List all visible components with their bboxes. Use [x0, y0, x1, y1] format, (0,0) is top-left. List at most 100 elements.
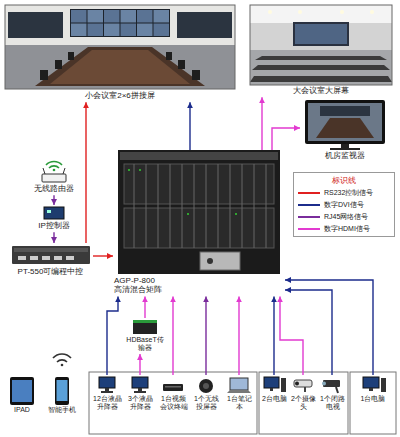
device-node: 2台电脑: [260, 375, 289, 405]
signal-wire: [107, 296, 118, 375]
node-sublabel: 高清混合矩阵: [114, 285, 284, 294]
pc-icon-part: [101, 391, 113, 393]
small-room-photo-part: [70, 9, 170, 37]
ip-controller-icon: [44, 207, 64, 219]
matrix-switcher-icon: [118, 150, 280, 274]
wifi-router-icon-part: [49, 166, 59, 168]
video-terminal-icon: [163, 384, 183, 391]
small-room-photo-part: [154, 24, 170, 37]
small-room-photo-part: [154, 10, 170, 23]
device-group-frame-part: [350, 372, 396, 434]
pc-icon-part: [363, 377, 379, 388]
wifi-router-icon-part: [63, 168, 65, 174]
legend-text: 数字DVI信号: [324, 201, 364, 209]
monitor-icon-part: [308, 103, 382, 141]
phone-icon-part: [55, 377, 69, 405]
small-room-photo-part: [68, 52, 74, 60]
small-room-photo-part: [121, 10, 137, 23]
monitor-icon-part: [320, 106, 370, 116]
device-group-frame: [89, 372, 396, 434]
large-room-photo-part: [340, 10, 344, 14]
small-room-photo-part: [166, 52, 172, 60]
small-room-photo-part: [8, 12, 63, 38]
signal-wire: [273, 296, 274, 375]
node-label: 1台笔记本: [224, 395, 255, 411]
matrix-node: AGP-P-800高清混合矩阵: [113, 150, 285, 296]
matrix-switcher-icon-part: [254, 164, 255, 248]
laptop-icon-part: [227, 390, 251, 393]
hdbaset-extender-icon-part: [133, 320, 157, 334]
small-room-photo-part: [121, 24, 137, 37]
small-room-photo: [5, 5, 235, 89]
node-label: 2个摄像头: [290, 395, 317, 411]
matrix-switcher-icon-part: [218, 164, 219, 248]
small-room-photo-part: [5, 5, 235, 89]
small-room-photo-part: [50, 50, 190, 84]
matrix-switcher-icon-part: [182, 164, 183, 248]
device-node: 智能手机: [42, 375, 82, 416]
pc-icon-part: [369, 388, 373, 391]
central-control-icon-part: [42, 256, 50, 260]
signal-wire: [272, 128, 300, 150]
device-node: 12台液晶升降器: [91, 375, 124, 413]
small-room-photo-part: [40, 70, 48, 80]
signal-wire: [238, 296, 239, 375]
pc-icon-part: [132, 377, 148, 388]
hdbaset-extender-icon: [133, 320, 157, 334]
central-control-icon-part: [54, 256, 62, 260]
node-label: PT-550可编程中控: [9, 267, 92, 276]
node-label: 大会议室大屏幕: [251, 86, 391, 95]
wifi-icon-part: [53, 354, 71, 358]
legend-title: 标识线: [298, 176, 390, 185]
node-label: 12台液晶升降器: [92, 395, 123, 411]
small-room-photo-part: [71, 24, 87, 37]
signal-wire: [280, 296, 303, 375]
central-control-node: PT-550可编程中控: [8, 243, 93, 278]
large-room-photo-part: [250, 50, 392, 85]
cctv-icon: [322, 380, 340, 393]
matrix-switcher-icon-part: [128, 169, 130, 171]
pc-icon-part: [270, 388, 273, 391]
central-control-icon-part: [30, 256, 38, 260]
matrix-switcher-icon-part: [170, 164, 171, 248]
small-room-photo-part: [71, 10, 87, 23]
small-room-photo-part: [177, 12, 232, 38]
small-room-photo-part: [137, 24, 153, 37]
matrix-switcher-icon-part: [134, 164, 135, 248]
signal-wire: [144, 296, 145, 318]
legend-box: 标识线RS232控制信号数字DVI信号RJ45网络信号数字HDMI信号: [293, 172, 395, 237]
large-room-photo-part: [255, 56, 387, 60]
legend-text: RS232控制信号: [324, 189, 373, 197]
pc-icon-part: [99, 377, 115, 388]
laptop-icon: [227, 378, 251, 393]
central-control-icon-part: [66, 256, 74, 260]
matrix-switcher-icon-part: [118, 150, 280, 274]
legend-swatch: [298, 216, 320, 218]
large-room-photo-part: [250, 5, 392, 85]
legend-row: 数字HDMI信号: [298, 225, 390, 233]
central-control-icon-part: [14, 248, 88, 252]
signal-wire: [189, 102, 190, 150]
small-room-photo-part: [5, 5, 235, 45]
small-room-photo-part: [192, 70, 200, 80]
signal-wire: [93, 255, 113, 256]
node-label: AGP-P-800: [114, 276, 284, 285]
small-room-photo-part: [178, 60, 185, 69]
large-room-photo-part: [295, 24, 347, 44]
device-node: IPAD: [4, 375, 40, 416]
legend-swatch: [298, 228, 320, 230]
small-room-photo-part: [104, 24, 120, 37]
controller-node: IP控制器: [30, 205, 78, 232]
cctv-icon-part: [323, 380, 340, 387]
signal-wire: [53, 195, 54, 205]
wifi-router-icon-part: [43, 168, 45, 174]
matrix-switcher-icon-part: [242, 164, 243, 248]
large-room-photo-part: [252, 65, 390, 70]
monitor-node: 机房监视器: [300, 100, 390, 162]
large-room-photo-part: [293, 22, 349, 46]
legend-row: 数字DVI信号: [298, 201, 390, 209]
pc-icon: [99, 377, 148, 393]
large-room-photo-part: [250, 5, 392, 23]
legend-swatch: [298, 192, 320, 194]
node-label: 1台视频会议终端: [158, 395, 189, 411]
